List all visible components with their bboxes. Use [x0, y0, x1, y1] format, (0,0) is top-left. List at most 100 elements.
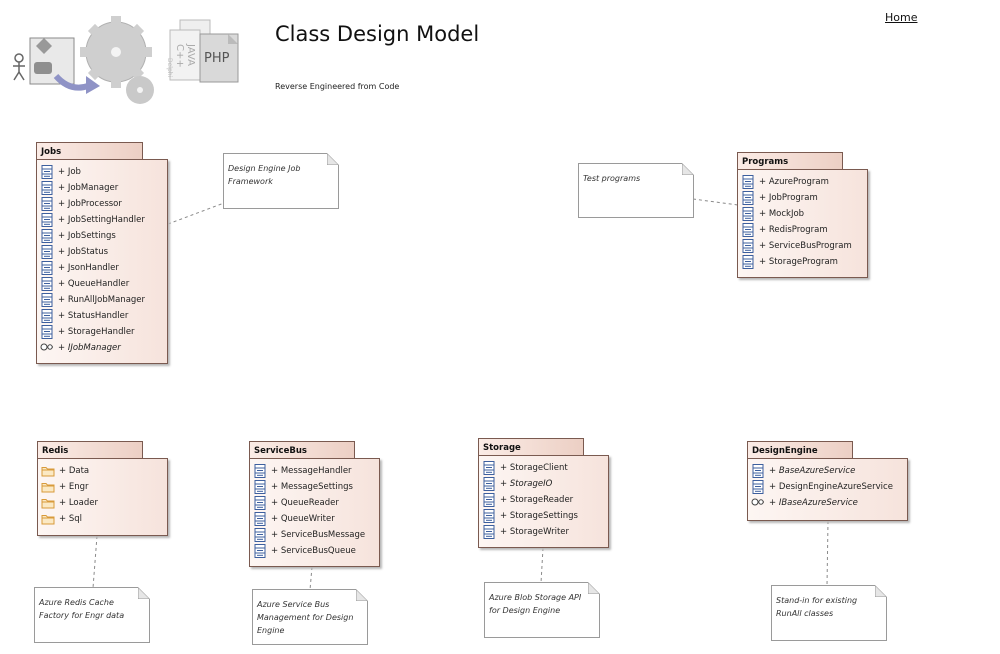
class-icon — [482, 493, 496, 507]
home-link[interactable]: Home — [885, 11, 918, 24]
package-item-label: + StorageProgram — [759, 257, 838, 267]
package-item-label: + StorageHandler — [58, 327, 135, 337]
class-icon — [40, 197, 54, 211]
package-item-label: + MockJob — [759, 209, 805, 219]
folder-icon — [41, 496, 55, 510]
note-jobs[interactable]: Design Engine Job Framework — [223, 153, 339, 209]
package-item-label: + JobProgram — [759, 193, 818, 203]
package-item-label: + StorageClient — [500, 463, 568, 473]
package-item-label: + JobSettings — [58, 231, 116, 241]
package-item-label: + ServiceBusMessage — [271, 530, 366, 540]
interface-icon — [751, 496, 765, 510]
logo-delphi-label: Delphi — [166, 58, 173, 78]
class-icon — [482, 525, 496, 539]
header-logo: JAVA C++ Delphi PHP — [10, 14, 250, 104]
package-item-label: + RunAllJobManager — [58, 295, 146, 305]
class-icon — [253, 528, 267, 542]
note-designengine[interactable]: Stand-in for existing RunAll classes — [771, 585, 887, 641]
programs-note-link — [692, 198, 739, 206]
package-item-label: + QueueWriter — [271, 514, 335, 524]
class-icon — [741, 223, 755, 237]
package-item-label: + JsonHandler — [58, 263, 119, 273]
class-icon — [482, 477, 496, 491]
class-icon — [741, 175, 755, 189]
page-subtitle: Reverse Engineered from Code — [275, 82, 400, 91]
logo-php-label: PHP — [204, 51, 230, 66]
class-icon — [482, 461, 496, 475]
class-icon — [40, 325, 54, 339]
jobs-note-link — [167, 202, 225, 225]
note-redis[interactable]: Azure Redis Cache Factory for Engr data — [34, 587, 150, 643]
class-icon — [40, 293, 54, 307]
package-item-label: + StorageWriter — [500, 527, 570, 537]
class-icon — [40, 165, 54, 179]
class-icon — [253, 496, 267, 510]
class-icon — [741, 255, 755, 269]
package-item-label: + IBaseAzureService — [769, 498, 858, 508]
package-item-label: + Loader — [59, 498, 98, 508]
folder-icon — [41, 464, 55, 478]
class-icon — [253, 544, 267, 558]
package-servicebus[interactable]: ServiceBus + MessageHandler + MessageSett… — [249, 441, 380, 567]
class-icon — [253, 512, 267, 526]
storage-note-link — [540, 547, 544, 584]
package-item-label: + ServiceBusQueue — [271, 546, 356, 556]
package-item-label: + DesignEngineAzureService — [769, 482, 893, 492]
package-item-label: + IJobManager — [58, 343, 121, 353]
note-jobs-text: Design Engine Job Framework — [228, 164, 301, 186]
package-item-label: + QueueHandler — [58, 279, 130, 289]
note-designengine-text: Stand-in for existing RunAll classes — [776, 596, 858, 618]
class-icon — [40, 261, 54, 275]
note-servicebus-text: Azure Service Bus Management for Design … — [257, 600, 354, 635]
package-item-label: + MessageSettings — [271, 482, 353, 492]
package-item-label: + QueueReader — [271, 498, 339, 508]
package-servicebus-body: + MessageHandler + MessageSettings + Queue… — [249, 458, 380, 567]
package-item-label: + MessageHandler — [271, 466, 352, 476]
package-designengine[interactable]: DesignEngine + BaseAzureService + DesignE… — [747, 441, 908, 521]
note-storage[interactable]: Azure Blob Storage API for Design Engine — [484, 582, 600, 638]
logo-java-label: JAVA — [185, 43, 196, 66]
logo-cpp-label: C++ — [174, 44, 185, 68]
package-item-label: + StorageReader — [500, 495, 574, 505]
package-item-label: + ServiceBusProgram — [759, 241, 852, 251]
package-item-label: + Job — [58, 167, 81, 177]
package-storage-body: + StorageClient + StorageIO + StorageReade… — [478, 455, 609, 548]
class-icon — [40, 181, 54, 195]
class-icon — [253, 464, 267, 478]
package-item-label: + Sql — [59, 514, 82, 524]
class-icon — [40, 277, 54, 291]
package-item-label: + JobStatus — [58, 247, 109, 257]
folder-icon — [41, 480, 55, 494]
class-icon — [482, 509, 496, 523]
package-designengine-name: DesignEngine — [747, 441, 853, 459]
package-item-label: + BaseAzureService — [769, 466, 856, 476]
interface-icon — [40, 341, 54, 355]
package-servicebus-name: ServiceBus — [249, 441, 355, 459]
package-redis[interactable]: Redis + Data+ Engr+ Loader+ Sql — [37, 441, 168, 536]
package-programs[interactable]: Programs + AzureProgram+ JobProgram+ Moc… — [737, 152, 868, 278]
package-item-label: + StorageIO — [500, 479, 553, 489]
class-icon — [40, 229, 54, 243]
package-item-label: + StorageSettings — [500, 511, 578, 521]
package-jobs[interactable]: Jobs + Job+ JobManager+ JobProcessor+ Jo… — [36, 142, 168, 364]
class-icon — [253, 480, 267, 494]
note-redis-text: Azure Redis Cache Factory for Engr data — [39, 598, 125, 620]
package-item-label: + RedisProgram — [759, 225, 828, 235]
class-icon — [40, 309, 54, 323]
package-item-label: + StatusHandler — [58, 311, 129, 321]
package-item-label: + JobSettingHandler — [58, 215, 145, 225]
class-icon — [741, 239, 755, 253]
class-icon — [751, 464, 765, 478]
note-servicebus[interactable]: Azure Service Bus Management for Design … — [252, 589, 368, 645]
designengine-note-link — [826, 520, 829, 587]
package-designengine-body: + BaseAzureService + DesignEngineAzureSer… — [747, 458, 908, 521]
package-jobs-name: Jobs — [36, 142, 143, 160]
package-storage-name: Storage — [478, 438, 584, 456]
note-storage-text: Azure Blob Storage API for Design Engine — [489, 593, 582, 615]
note-programs-text: Test programs — [583, 174, 641, 183]
note-programs[interactable]: Test programs — [578, 163, 694, 218]
class-icon — [40, 213, 54, 227]
package-item-label: + Engr — [59, 482, 89, 492]
package-storage[interactable]: Storage + StorageClient+ StorageIO+ Stor… — [478, 438, 609, 548]
